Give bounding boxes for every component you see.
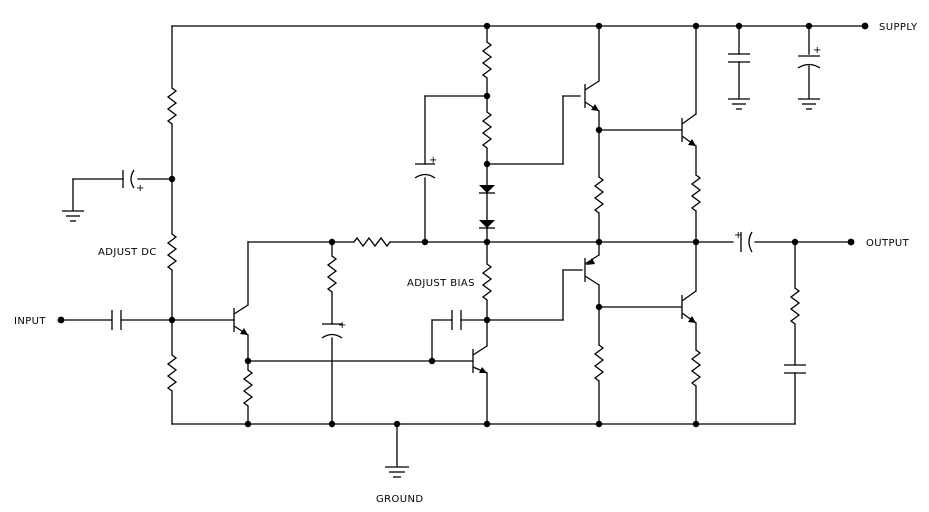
resistor: [166, 354, 178, 392]
npn-transistor: [681, 290, 697, 324]
input-label: INPUT: [14, 316, 46, 327]
capacitor: [784, 364, 806, 374]
polarity-plus: +: [136, 183, 144, 194]
resistor: [690, 174, 702, 212]
supply-label: SUPPLY: [879, 22, 918, 33]
electrolytic-capacitor: [321, 323, 343, 339]
diode: [479, 185, 495, 194]
output-label: OUTPUT: [866, 238, 910, 249]
junction-dots: [168, 22, 813, 428]
resistor: [481, 111, 493, 149]
adjust-bias-label: ADJUST BIAS: [407, 278, 475, 289]
ground-symbol: [798, 98, 820, 110]
polarity-plus: +: [813, 45, 821, 56]
resistor: [481, 263, 493, 301]
resistor: [242, 369, 254, 407]
pnp-transistor: [584, 254, 600, 286]
labels: SUPPLY OUTPUT INPUT GROUND ADJUST DC ADJ…: [14, 22, 918, 505]
wires: [61, 25, 865, 467]
ground-symbol: [62, 210, 84, 222]
polarity-marks: + + + + +: [136, 45, 821, 331]
resistor: [326, 255, 338, 293]
electrolytic-capacitor: [797, 55, 821, 69]
polarity-plus: +: [338, 320, 346, 331]
electrolytic-capacitor: [740, 231, 753, 253]
diode: [479, 220, 495, 229]
resistor: [593, 176, 605, 214]
resistor: [481, 41, 493, 79]
resistors: [166, 41, 801, 407]
ground-symbol: [385, 466, 409, 478]
capacitor: [451, 310, 462, 330]
npn-transistor: [233, 304, 249, 336]
electrolytic-capacitor: [414, 163, 436, 179]
polarity-plus: +: [734, 230, 742, 241]
resistor: [789, 287, 801, 325]
resistor: [690, 349, 702, 387]
capacitor: [111, 310, 122, 330]
transistors: [233, 80, 697, 374]
electrolytic-capacitor: [122, 169, 135, 189]
resistor: [166, 87, 178, 125]
diodes: [479, 185, 495, 229]
npn-transistor: [472, 345, 488, 374]
npn-transistor: [584, 80, 600, 112]
ground-symbol: [728, 98, 750, 110]
supply-terminal: [861, 22, 869, 30]
polarity-plus: +: [429, 155, 437, 166]
resistor: [353, 236, 391, 248]
capacitor: [728, 53, 750, 63]
capacitors: [111, 53, 821, 374]
npn-transistor: [681, 113, 697, 147]
input-terminal: [57, 316, 65, 324]
adjust-dc-label: ADJUST DC: [98, 247, 157, 258]
terminals: [57, 22, 869, 324]
output-terminal: [847, 238, 855, 246]
ground-label: GROUND: [376, 494, 423, 505]
ground-symbols: [62, 98, 820, 478]
resistor: [593, 344, 605, 382]
resistor: [166, 233, 178, 271]
